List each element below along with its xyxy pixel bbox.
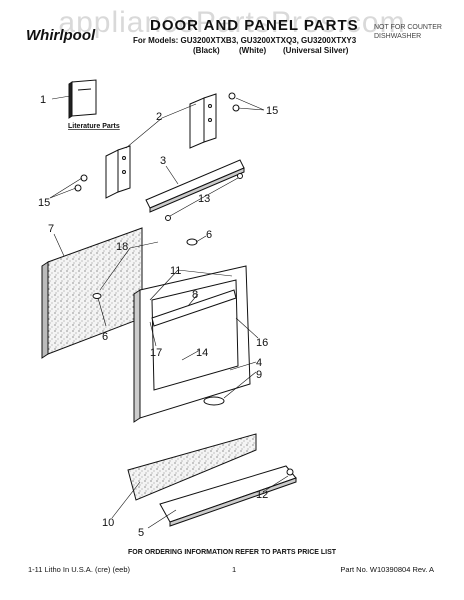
callout-9: 9 xyxy=(256,369,262,381)
door-bumper xyxy=(203,396,225,406)
model-color-silver: (Universal Silver) xyxy=(283,46,349,55)
callout-7: 7 xyxy=(48,223,54,235)
hinge-rail xyxy=(145,159,245,213)
literature-booklet-illustration xyxy=(68,79,97,119)
callout-16: 16 xyxy=(256,337,268,349)
spacers xyxy=(92,238,198,299)
callout-2: 2 xyxy=(156,111,162,123)
callout-3: 3 xyxy=(160,155,166,167)
callout-10: 10 xyxy=(102,517,114,529)
callout-17: 17 xyxy=(150,347,162,359)
mounting-bracket-right xyxy=(189,93,217,149)
ordering-note: FOR ORDERING INFORMATION REFER TO PARTS … xyxy=(127,549,337,556)
callout-4: 4 xyxy=(256,357,262,369)
rail-screws xyxy=(165,173,243,221)
callout-8: 8 xyxy=(192,289,198,301)
literature-label: Literature Parts xyxy=(68,123,120,130)
inner-door xyxy=(133,265,251,423)
toe-kick-panel xyxy=(127,433,257,501)
watermark: appliancePartsPros.com xyxy=(58,6,406,39)
callout-12: 12 xyxy=(256,489,268,501)
callout-6-lower: 6 xyxy=(102,331,108,343)
model-color-white: (White) xyxy=(239,46,267,55)
screws xyxy=(74,92,240,192)
callout-15-left: 15 xyxy=(38,197,50,209)
callout-14: 14 xyxy=(196,347,208,359)
callout-15-right: 15 xyxy=(266,105,278,117)
callout-6-upper: 6 xyxy=(206,229,212,241)
product-type-line-1: NOT FOR COUNTER xyxy=(374,24,442,31)
product-type-line-2: DISHWASHER xyxy=(374,33,422,40)
footer-part-number: Part No. W10390804 Rev. A xyxy=(340,565,434,574)
callout-5: 5 xyxy=(138,527,144,539)
model-color-black: (Black) xyxy=(193,46,220,55)
callout-11: 11 xyxy=(170,265,181,277)
brand-logo: Whirlpool xyxy=(26,27,96,44)
mounting-bracket-left xyxy=(105,145,131,199)
door-handle xyxy=(151,289,237,327)
toe-kick-screw xyxy=(286,468,294,476)
leader-lines xyxy=(49,95,289,529)
page-title: DOOR AND PANEL PARTS xyxy=(150,17,359,34)
callout-18: 18 xyxy=(116,241,128,253)
footer-page-number: 1 xyxy=(232,565,237,574)
callout-13: 13 xyxy=(198,193,210,205)
models-line: For Models: GU3200XTXB3, GU3200XTXQ3, GU… xyxy=(133,36,357,45)
footer-litho: 1-11 Litho In U.S.A. (cre) (eeb) xyxy=(28,565,130,574)
callout-1: 1 xyxy=(40,94,46,106)
